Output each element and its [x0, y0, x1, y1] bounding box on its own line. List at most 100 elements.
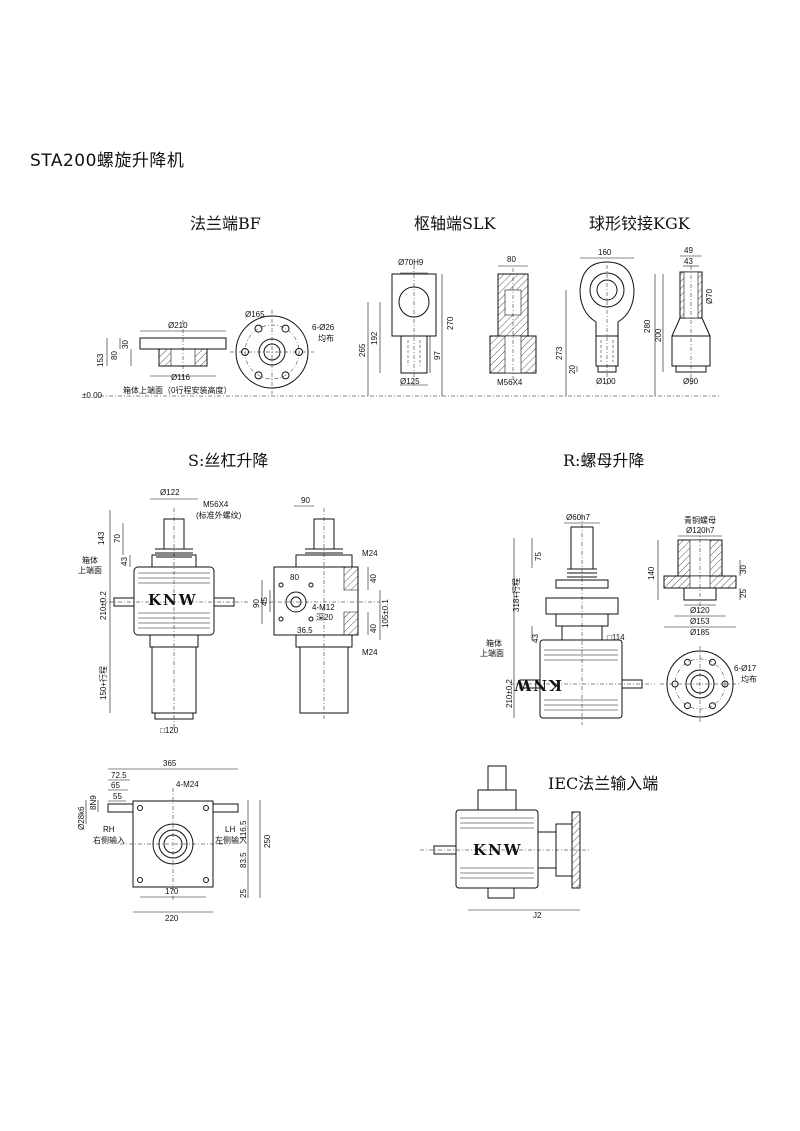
s-h143: 143 [97, 531, 106, 545]
kgk-rod-end-side-view [654, 255, 711, 396]
r-h43: 43 [531, 634, 540, 643]
section-title-bf: 法兰端BF [190, 214, 261, 233]
kgk-w43: 43 [684, 257, 693, 266]
bf-holes: 6-Ø26 [312, 323, 335, 332]
bottom-w55: 55 [113, 792, 122, 801]
r-sq114: □114 [607, 633, 625, 642]
r-flange-top-view [660, 646, 740, 722]
r-front-view [510, 515, 655, 725]
kgk-h20: 20 [568, 365, 577, 374]
section-title-slk: 枢轴端SLK [414, 214, 496, 233]
s-top-face-label: 上端面 [78, 565, 102, 575]
iec-brand: KNW [473, 841, 523, 859]
zero-label: ±0.00 [82, 391, 103, 400]
s-std-thread: (标准外螺纹) [196, 510, 242, 520]
page-title: STA200螺旋升降机 [30, 151, 185, 171]
bf-d116: Ø116 [171, 373, 191, 382]
section-title-iec: IEC法兰输入端 [548, 774, 659, 793]
s-w36: 36.5 [297, 626, 313, 635]
section-title-kgk: 球形铰接KGK [589, 214, 690, 233]
bf-d210: Ø210 [168, 321, 188, 330]
bottom-h835: 83.5 [239, 852, 248, 868]
bottom-key: 8N9 [89, 795, 98, 810]
bottom-w365: 365 [163, 759, 177, 768]
r-h30: 30 [739, 565, 748, 574]
slk-h97: 97 [433, 351, 442, 360]
r-d120: Ø120 [690, 606, 710, 615]
box-top-label: 箱体上端面（0行程安装高度） [123, 385, 231, 395]
slk-pivot-side-section [489, 265, 537, 385]
bf-flange-top-view [230, 310, 314, 394]
kgk-h273: 273 [555, 346, 564, 360]
bottom-w725: 72.5 [111, 771, 127, 780]
r-d120h7: Ø120h7 [686, 526, 715, 535]
slk-h265: 265 [358, 343, 367, 357]
bottom-shaft: Ø28k6 [77, 806, 86, 830]
s-h90: 90 [252, 599, 261, 608]
r-top-face-label: 上端面 [480, 648, 504, 658]
kgk-w49: 49 [684, 246, 693, 255]
s-d122: Ø122 [160, 488, 180, 497]
r-box-label: 箱体 [486, 638, 502, 648]
s-box-label: 箱体 [82, 555, 98, 565]
r-brand: KNW [512, 676, 562, 694]
bottom-top-view [85, 768, 261, 913]
bf-h30: 30 [121, 340, 130, 349]
iec-input-view [420, 765, 590, 911]
kgk-d90: Ø90 [683, 377, 699, 386]
s-w80: 80 [290, 573, 299, 582]
bf-h80: 80 [110, 351, 119, 360]
bottom-w220: 220 [165, 914, 179, 923]
slk-pivot-front-view [367, 265, 443, 396]
kgk-rod-end-front-view [565, 257, 635, 396]
slk-thread: M56X4 [497, 378, 523, 387]
s-stroke150: 150+行程 [98, 666, 108, 700]
iec-j2: J2 [533, 911, 542, 920]
s-m24b: M24 [362, 648, 378, 657]
kgk-h200: 200 [654, 328, 663, 342]
s-front-fins [138, 572, 210, 629]
s-deep: 深20 [316, 613, 333, 622]
bf-h153: 153 [96, 353, 105, 367]
kgk-w160: 160 [598, 248, 612, 257]
bottom-w65: 65 [111, 781, 120, 790]
s-v40a: 40 [369, 574, 378, 583]
slk-h192: 192 [370, 331, 379, 345]
r-bronze-nut: 青铜螺母 [684, 515, 716, 525]
slk-d70: Ø70H9 [398, 258, 424, 267]
s-side-view [260, 505, 381, 720]
kgk-h280: 280 [643, 319, 652, 333]
bottom-m24: 4-M24 [176, 780, 199, 789]
bottom-lh-cn: 左侧输入 [215, 835, 247, 845]
bottom-lh: LH [225, 825, 235, 834]
bf-d165: Ø165 [245, 310, 265, 319]
bottom-h250: 250 [263, 834, 272, 848]
kgk-d70: Ø70 [705, 288, 714, 304]
bf-flange-side-view [106, 320, 227, 380]
s-h45: 45 [260, 597, 269, 606]
r-d185: Ø185 [690, 628, 710, 637]
s-front-view [100, 498, 250, 730]
r-holes: 6-Ø17 [734, 664, 757, 673]
r-h75: 75 [534, 552, 543, 561]
s-h210: 210±0.2 [99, 591, 108, 620]
bottom-h1165: 116.5 [239, 820, 248, 840]
r-d60: Ø60h7 [566, 513, 591, 522]
slk-h270: 270 [446, 316, 455, 330]
s-m12: 4-M12 [312, 603, 335, 612]
section-title-r: R:螺母升降 [563, 451, 645, 470]
s-v40b: 40 [369, 624, 378, 633]
r-even-label: 均布 [741, 674, 757, 684]
bottom-rh: RH [103, 825, 115, 834]
r-stroke318: 318+行程 [511, 578, 521, 612]
bottom-h25: 25 [239, 889, 248, 898]
s-v105: 105±0.1 [381, 599, 390, 628]
bottom-w170: 170 [165, 887, 179, 896]
s-w90: 90 [301, 496, 310, 505]
r-h210: 210±0.2 [505, 679, 514, 708]
r-nut-section [657, 530, 741, 628]
s-h43: 43 [120, 557, 129, 566]
r-h140: 140 [647, 566, 656, 580]
bf-even-label: 均布 [318, 333, 334, 343]
